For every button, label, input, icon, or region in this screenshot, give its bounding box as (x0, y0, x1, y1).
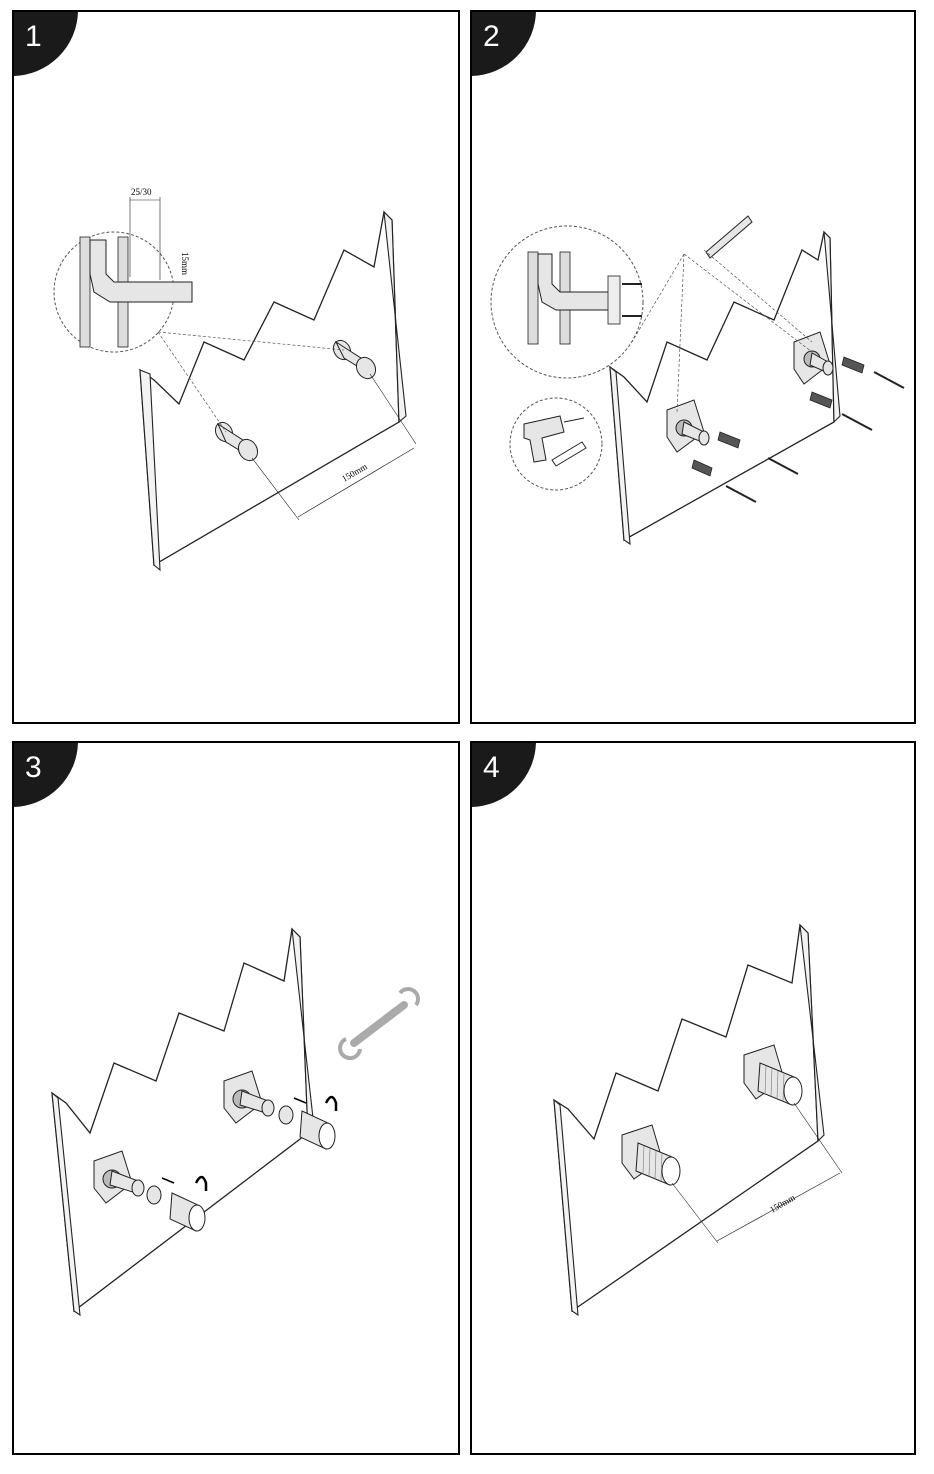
step-3-illustration (51, 927, 420, 1317)
step-4-illustration: 150mm (553, 923, 843, 1317)
wrench-icon (338, 987, 420, 1061)
installed-fitting-right (743, 1044, 803, 1106)
fitting-nut-left (169, 1192, 206, 1232)
step-1-panel: 1 25/30 15mm (12, 10, 460, 724)
detail-inset: 25/30 15mm (53, 187, 193, 353)
step-2-illustration (490, 215, 905, 546)
drill-icon (509, 397, 603, 491)
step-1-illustration: 25/30 15mm 150mm (53, 187, 417, 572)
wall (139, 210, 407, 572)
screws (725, 371, 905, 503)
spacing-dimension-label: 150mm (768, 1192, 797, 1214)
wall-bracket-right (793, 331, 834, 385)
step-3-panel: 3 (12, 741, 460, 1455)
detail-inset (490, 225, 644, 379)
wall-bracket-left (666, 399, 710, 453)
step-2-panel: 2 (470, 10, 916, 724)
fitting-nut-right (299, 1110, 336, 1150)
wall (51, 927, 315, 1317)
wall-bracket-right (223, 1070, 275, 1124)
olive-ring-right (278, 1105, 294, 1125)
pipe-stub-right (332, 339, 377, 380)
wall (609, 230, 841, 546)
wall-plugs (691, 356, 865, 477)
gap-dimension-label: 25/30 (131, 187, 152, 197)
pencil-icon (705, 215, 753, 259)
installed-fitting-left (621, 1124, 681, 1186)
depth-dimension-label: 15mm (180, 252, 190, 275)
spacing-dimension-label: 150mm (340, 461, 369, 483)
step-number-badge: 1 (14, 12, 78, 76)
wall (553, 923, 825, 1317)
step-4-panel: 4 150mm (470, 741, 916, 1455)
olive-ring-left (146, 1185, 162, 1205)
wall-bracket-left (93, 1150, 145, 1204)
